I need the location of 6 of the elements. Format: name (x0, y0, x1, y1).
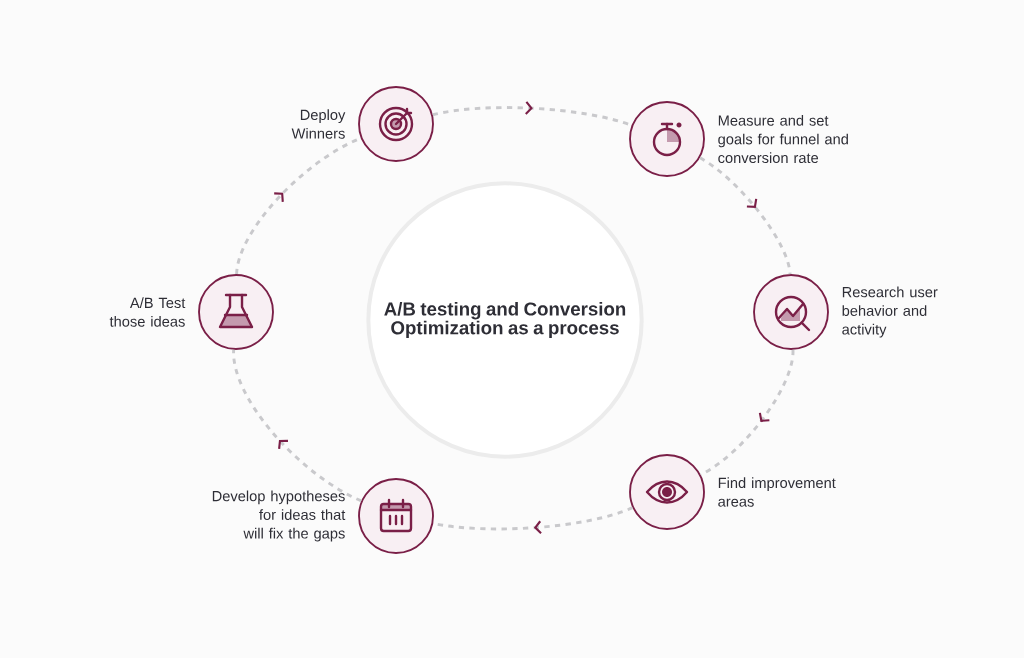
node-label: Research user behavior and activity (842, 286, 938, 338)
node-label: Measure and set goals for funnel and conversion rate (718, 114, 848, 164)
node-label: Deploy Winners (291, 109, 346, 139)
node-label: A/B Test those ideas (109, 297, 186, 327)
node-label: Find improvement areas (718, 477, 836, 507)
node-label: Develop hypotheses for ideas that will fix the gaps (212, 490, 346, 542)
